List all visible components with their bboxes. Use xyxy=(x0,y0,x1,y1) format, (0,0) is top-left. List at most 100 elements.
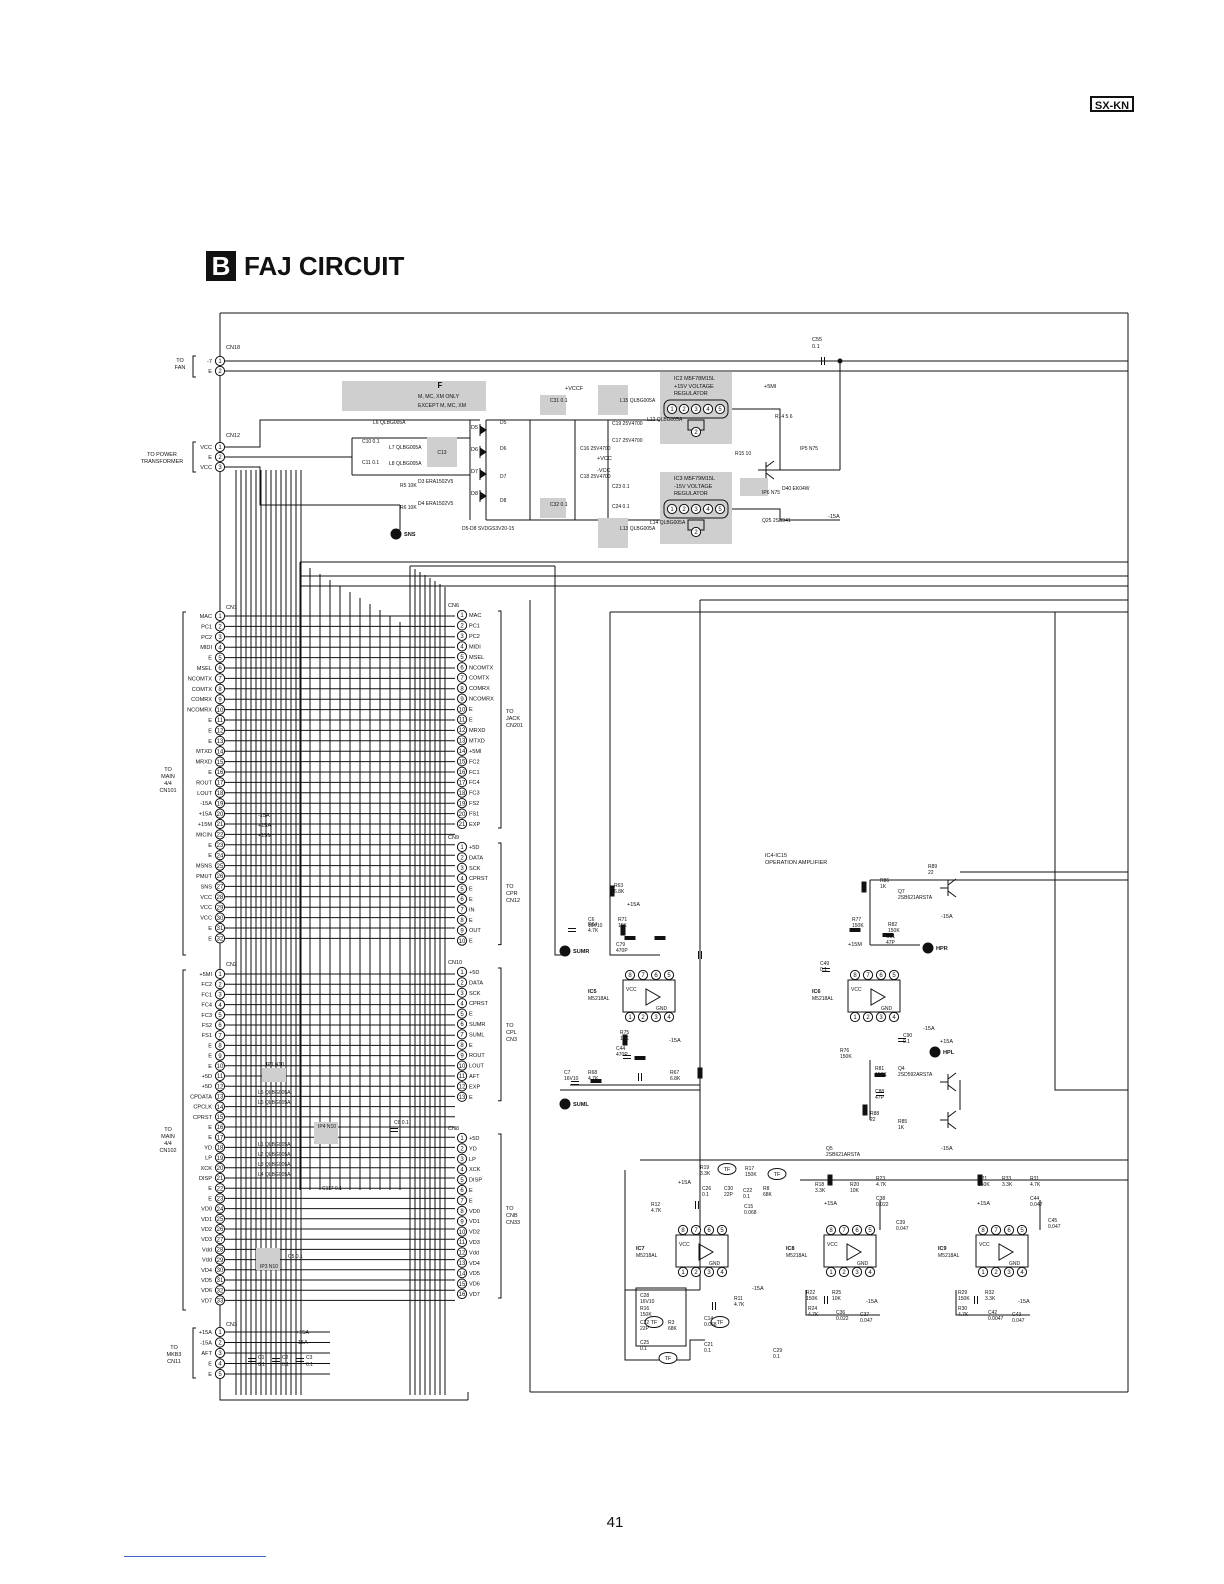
cn9-pin-label: E xyxy=(469,918,473,924)
rail-label: +5MI xyxy=(764,384,777,390)
cn1-pin xyxy=(214,912,226,923)
pin-number: 20 xyxy=(217,812,224,818)
pin-number: 5 xyxy=(1020,1228,1024,1234)
cn9-pin xyxy=(456,883,468,894)
cn8-pin-label: VD7 xyxy=(469,1292,480,1298)
component-label: R8 xyxy=(763,1186,770,1192)
component-label: IP3 N10 xyxy=(260,1264,278,1270)
sns-signal xyxy=(390,528,402,540)
cn3-pin xyxy=(214,1358,226,1369)
component-label: IP4 N10 xyxy=(318,1124,336,1130)
cn6-pin-label: COMTX xyxy=(469,676,489,682)
brace xyxy=(498,967,502,1102)
c13-box xyxy=(427,437,457,467)
cn6-pin-label: PC2 xyxy=(469,634,480,640)
cn2-pin xyxy=(214,1132,226,1143)
component-label: C38 xyxy=(876,1196,885,1202)
component-label: R14 5.6 xyxy=(775,414,793,420)
cn10-pin xyxy=(456,1018,468,1030)
component-label: C37 xyxy=(860,1312,869,1318)
pin-number: 9 xyxy=(460,1053,464,1059)
tf-marker xyxy=(710,1316,730,1328)
ic5-body xyxy=(622,979,676,1013)
pin-number: 3 xyxy=(218,635,222,641)
cn1-pin-label: VCC xyxy=(200,905,212,911)
cn1-pin xyxy=(214,766,226,778)
pin-number: 14 xyxy=(459,1271,466,1277)
cn6-pin-label: FC2 xyxy=(469,759,480,765)
pin-number: 4 xyxy=(720,1270,724,1276)
ic7-gnd: GND xyxy=(709,1261,721,1267)
cn3-pin-label: E xyxy=(208,1372,212,1378)
component-label: C25 xyxy=(640,1340,649,1346)
cn10-pin-label: LOUT xyxy=(469,1064,485,1070)
component-label: R21 xyxy=(978,1176,987,1182)
ic9-label: M5218AL xyxy=(938,1253,960,1259)
cn1-pin xyxy=(214,933,226,944)
wire xyxy=(1054,612,1128,1091)
cn8-pin-label: VD0 xyxy=(469,1209,480,1215)
component-label: L13 QLBG005A xyxy=(620,526,656,532)
pin-number: 30 xyxy=(217,1268,224,1274)
cn10-pin-label: DATA xyxy=(469,980,483,986)
ic2-regulator-name: IC2 M5F78M15L xyxy=(674,376,715,382)
cn8-pin xyxy=(456,1153,468,1164)
component-label: 0.1 xyxy=(306,1362,313,1368)
cn6-pin xyxy=(456,808,468,819)
brace xyxy=(192,355,196,378)
pin-number: 9 xyxy=(460,1219,464,1225)
cn8-pin xyxy=(456,1278,468,1289)
component-value: 0.1 xyxy=(820,967,827,973)
cn1-pin-label: MICIN xyxy=(196,832,212,838)
component-label: R68 xyxy=(588,1070,597,1076)
ic9-vcc: VCC xyxy=(979,1242,990,1248)
pin-number: 16 xyxy=(217,1125,224,1131)
component-label: C44 xyxy=(1030,1196,1039,1202)
component-value: 2SB621ARSTA xyxy=(826,1152,861,1158)
component-label: R20 xyxy=(850,1182,859,1188)
pin-number: 25 xyxy=(217,1217,224,1223)
pin-number: 2 xyxy=(460,1147,464,1153)
ic9-label: IC9 xyxy=(938,1246,947,1252)
cn10-pin-label: EXP xyxy=(469,1084,480,1090)
pin-number: 2 xyxy=(218,455,222,461)
cn12-pin-label: E xyxy=(208,455,212,461)
ic2-regulator-pin xyxy=(666,403,678,415)
diode-symbol xyxy=(479,425,487,435)
cn8-pin-label: VD1 xyxy=(469,1219,480,1225)
component-value: 4.7K xyxy=(588,1076,599,1082)
cn1-pin-label: E xyxy=(208,926,212,932)
component-label: D3 ERA1502V5 xyxy=(418,479,454,485)
component-label: C16 25V4700 xyxy=(580,446,611,452)
tf-label: TF xyxy=(717,1320,724,1326)
pin-number: 3 xyxy=(694,507,698,513)
component-label: C10 0.1 xyxy=(362,439,380,445)
component-label: R31 xyxy=(1030,1176,1039,1182)
signal-number: 8 xyxy=(394,531,398,538)
cn9-pin-label: OUT xyxy=(469,928,481,934)
ic7-vcc: VCC xyxy=(679,1242,690,1248)
hpr-signal xyxy=(922,942,934,954)
ip5-box xyxy=(540,395,566,415)
cn2-pin-label: FS2 xyxy=(202,1023,212,1029)
rail-label: +15A xyxy=(296,1330,309,1336)
pin-number: 4 xyxy=(460,1167,464,1173)
ic8-label: M5218AL xyxy=(786,1253,808,1259)
cn2-pin xyxy=(214,1274,226,1286)
component-label: R18 xyxy=(815,1182,824,1188)
component-label: C55 xyxy=(812,337,822,343)
ic9-amp-symbol xyxy=(998,1243,1015,1261)
brace xyxy=(182,611,186,956)
cn10-pin xyxy=(456,1029,468,1040)
pin-number: 7 xyxy=(460,676,464,682)
cn8-pin xyxy=(456,1226,468,1237)
component-value: 0.022 xyxy=(836,1316,849,1322)
cn1-pin-label: PC2 xyxy=(201,635,212,641)
hpl-signal xyxy=(929,1046,941,1058)
ic2-regulator-pin xyxy=(690,426,702,438)
cn2-pin xyxy=(214,1295,226,1306)
component-label: R64 xyxy=(588,922,597,928)
pin-number: 8 xyxy=(853,973,857,979)
cn10-pin xyxy=(456,987,468,998)
